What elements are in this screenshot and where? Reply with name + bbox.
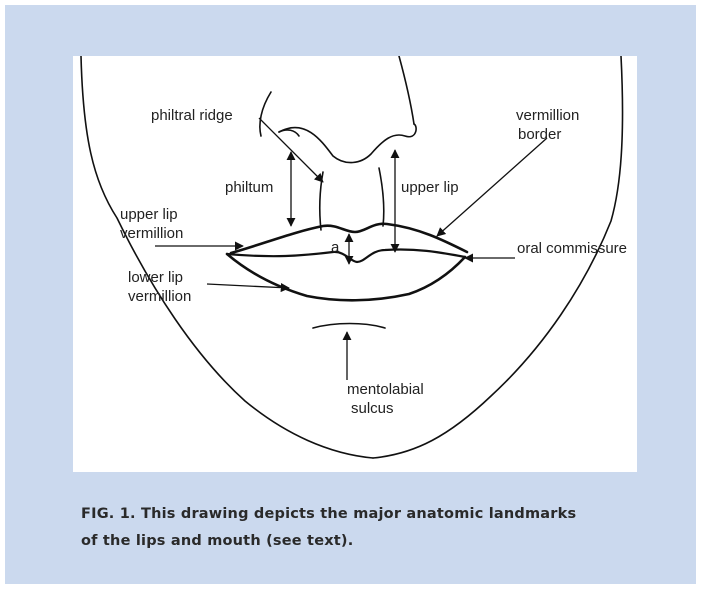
label-philtral-ridge: philtral ridge — [151, 107, 233, 124]
label-lower-lip-vermillion-line1: lower lip — [128, 269, 183, 286]
nostril-left — [279, 130, 299, 136]
lip-line — [227, 249, 465, 262]
caption-line-2: of the lips and mouth (see text). — [81, 528, 641, 555]
label-mentolabial-sulcus-line2: sulcus — [351, 400, 394, 417]
label-upper-lip-vermillion-line1: upper lip — [120, 206, 178, 223]
label-oral-commissure: oral commissure — [517, 240, 627, 257]
label-philtum: philtum — [225, 179, 273, 196]
mentolabial-sulcus-line — [313, 324, 385, 329]
label-upper-lip-vermillion-line2: vermillion — [120, 225, 183, 242]
label-vermillion-border-line2: border — [518, 126, 561, 143]
nose-left-line — [260, 92, 271, 136]
label-upper-lip: upper lip — [401, 179, 459, 196]
lower-lip-bottom — [227, 254, 465, 300]
label-lower-lip-vermillion-line2: vermillion — [128, 288, 191, 305]
label-vermillion-border-line1: vermillion — [516, 107, 579, 124]
figure-caption: FIG. 1. This drawing depicts the major a… — [81, 501, 641, 555]
philtral-column-right — [379, 168, 384, 226]
anatomy-figure: philtral ridge vermillion border philtum… — [73, 56, 637, 472]
figure-panel: philtral ridge vermillion border philtum… — [5, 5, 696, 584]
label-mentolabial-sulcus-line1: mentolabial — [347, 381, 424, 398]
caption-line-1: FIG. 1. This drawing depicts the major a… — [81, 501, 641, 528]
label-a: a — [331, 239, 340, 256]
lip-anatomy-diagram: philtral ridge vermillion border philtum… — [73, 56, 637, 472]
nose-right-line — [399, 56, 414, 124]
